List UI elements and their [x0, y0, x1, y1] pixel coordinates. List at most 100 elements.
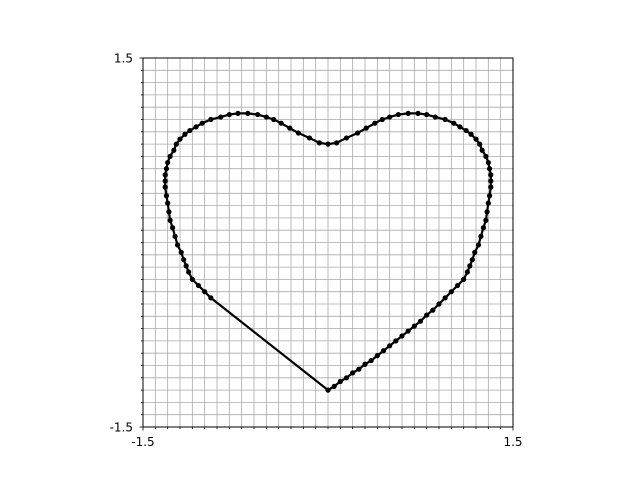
data-point [464, 269, 470, 275]
data-point [325, 141, 331, 147]
data-point [488, 178, 494, 184]
data-point [171, 147, 177, 153]
data-point [189, 276, 195, 282]
data-point [472, 249, 478, 255]
data-point [325, 387, 331, 393]
data-point [316, 140, 322, 146]
data-point [363, 125, 369, 131]
data-point [479, 147, 485, 153]
data-point [448, 289, 454, 295]
data-point [208, 295, 214, 301]
tick-labels: -1.5 1.5 -1.5 1.5 [110, 52, 523, 450]
data-point [278, 120, 284, 126]
data-point [173, 141, 179, 147]
data-point [271, 116, 277, 123]
data-point [467, 263, 473, 269]
axis-ticks [139, 57, 514, 431]
data-point [162, 184, 168, 190]
data-point [170, 225, 176, 231]
data-point [263, 114, 269, 120]
data-point [395, 111, 401, 118]
data-point [187, 127, 193, 134]
data-point [411, 323, 417, 329]
data-point [195, 282, 202, 289]
data-point [172, 233, 178, 239]
data-point [432, 114, 438, 120]
data-point [343, 135, 350, 141]
data-point [393, 338, 399, 344]
data-point [483, 153, 489, 159]
data-point [469, 257, 475, 263]
data-point [477, 141, 483, 147]
data-point [295, 130, 301, 136]
data-point [415, 110, 421, 116]
data-point [177, 136, 183, 142]
data-point [166, 209, 172, 215]
data-point [457, 124, 463, 130]
data-point [287, 125, 293, 131]
data-point [355, 130, 361, 136]
data-point [193, 124, 199, 130]
data-point [334, 140, 340, 146]
data-point [486, 166, 493, 172]
data-point [167, 217, 173, 223]
data-point [486, 193, 493, 199]
y-tick-label: 1.5 [114, 52, 133, 66]
data-point [484, 209, 490, 215]
data-point [181, 257, 187, 263]
grid [143, 58, 513, 427]
data-point [208, 116, 214, 123]
data-point [306, 135, 313, 141]
data-point [478, 233, 484, 239]
data-point [380, 348, 387, 354]
data-point [461, 276, 467, 282]
data-point [162, 178, 168, 184]
data-point [399, 333, 405, 339]
data-point [178, 249, 184, 255]
data-point [473, 136, 479, 142]
data-point [488, 172, 494, 178]
x-tick-label: -1.5 [131, 435, 154, 449]
data-point [454, 282, 461, 289]
y-tick-label: -1.5 [110, 421, 133, 435]
data-point [163, 166, 170, 172]
data-point [485, 159, 491, 166]
data-point [226, 111, 232, 118]
data-point [468, 131, 474, 137]
data-point [162, 172, 168, 178]
data-point [218, 114, 224, 120]
data-point [167, 153, 173, 159]
data-point [483, 217, 489, 223]
data-point [368, 357, 374, 364]
data-point [488, 184, 494, 190]
series-points [162, 110, 494, 393]
data-point [183, 263, 189, 269]
data-point [331, 383, 337, 390]
data-point [356, 366, 362, 372]
data-point [163, 193, 170, 199]
data-point [379, 116, 385, 123]
data-point [387, 343, 393, 349]
data-point [442, 295, 448, 301]
data-point [235, 110, 241, 116]
data-point [442, 116, 448, 123]
data-point [475, 242, 482, 248]
data-point [372, 120, 378, 126]
data-point [387, 114, 393, 120]
data-point [430, 307, 436, 313]
data-point [463, 127, 469, 134]
data-point [362, 361, 368, 367]
data-point [417, 318, 424, 324]
x-tick-label: 1.5 [503, 435, 522, 449]
data-point [480, 225, 486, 231]
data-point [165, 159, 171, 166]
data-point [199, 120, 205, 126]
data-point [405, 110, 411, 116]
data-point [186, 269, 192, 275]
data-point [405, 328, 411, 334]
data-point [436, 301, 442, 307]
data-point [245, 110, 251, 116]
data-point [374, 353, 380, 359]
data-point [165, 200, 171, 206]
